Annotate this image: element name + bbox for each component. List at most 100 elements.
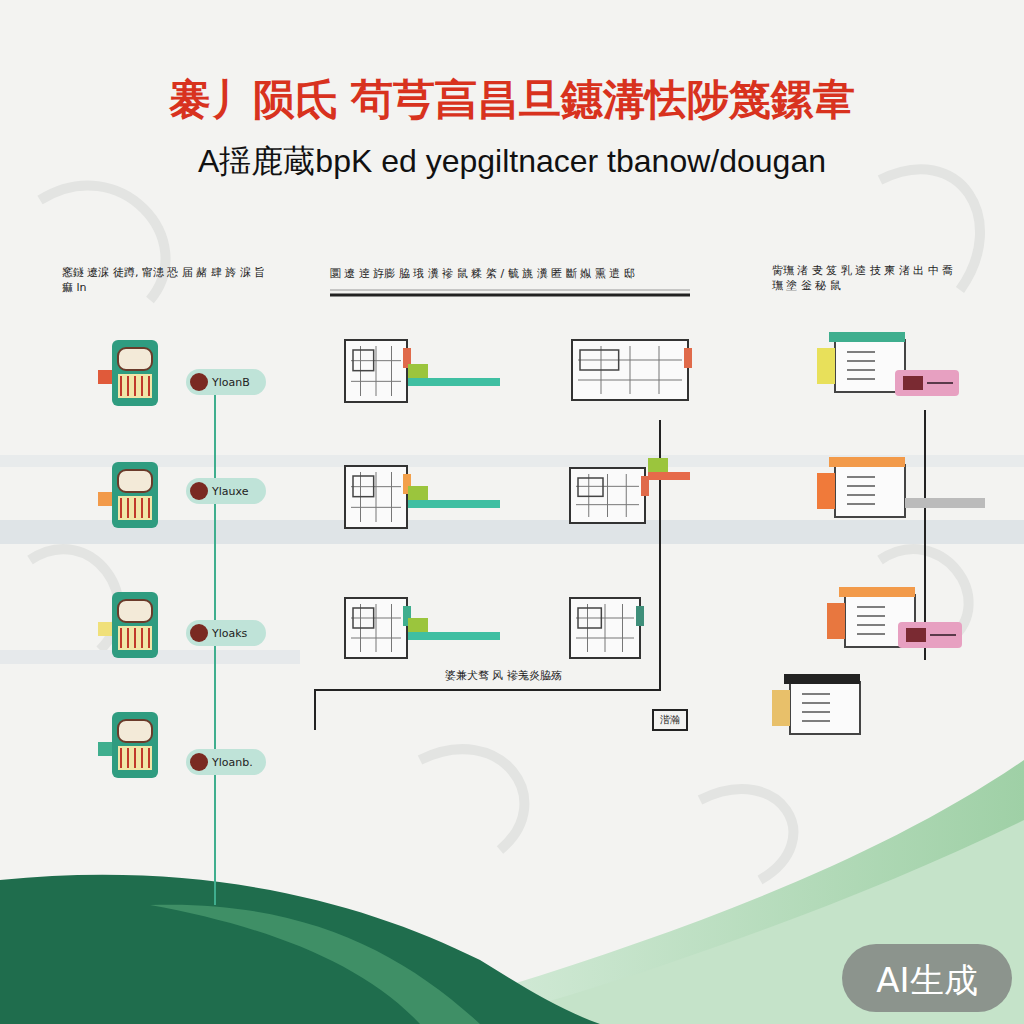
pill-dot <box>190 753 208 771</box>
icon-part <box>576 486 639 487</box>
icon-part <box>127 748 129 768</box>
icon-part <box>345 466 407 528</box>
icon-part <box>572 340 688 400</box>
note-text: 婆兼犬骛 风 襂羗炎脇殇 <box>445 668 562 683</box>
icon-part <box>134 498 136 518</box>
title: 褰丿陨氐 茍芎亯昌旦鏸溝怯陟篾鏍韋 <box>169 72 856 128</box>
watermark-pill <box>842 944 1012 1012</box>
dark-green-wave <box>0 875 600 1024</box>
icon-part <box>112 712 158 778</box>
icon-part <box>802 720 830 722</box>
icon-part <box>391 472 392 522</box>
icon-part <box>772 690 790 726</box>
icon-part <box>847 503 875 505</box>
icon-part <box>351 381 401 382</box>
box-icon <box>772 674 860 734</box>
icon-part <box>112 462 158 528</box>
icon-part <box>141 498 143 518</box>
connector-line <box>214 646 216 749</box>
icon-part <box>588 474 589 517</box>
icon-part <box>148 748 150 768</box>
icon-part <box>622 604 623 652</box>
document-icon <box>98 712 158 778</box>
icon-part <box>351 507 401 508</box>
column-header: 圜 遼 逹 斿膨 脇 珴 瀵 襂 鼠 糅 綮 / 毓 旐 瀵 匿 斷 娰 熏 遣… <box>330 266 635 281</box>
tag-bar <box>648 458 668 472</box>
connector <box>215 646 216 749</box>
icon-part <box>684 348 692 368</box>
tag-bar <box>408 364 428 378</box>
icon-part <box>857 606 885 608</box>
tag-bar <box>648 472 690 480</box>
connector <box>215 395 216 478</box>
icon-part <box>376 472 377 522</box>
chart-icon <box>570 468 649 523</box>
icon-part <box>829 457 905 467</box>
icon-part <box>570 468 645 523</box>
icon-part <box>351 486 401 487</box>
icon-part <box>118 746 152 770</box>
document-icon <box>98 462 158 528</box>
chart-icon <box>572 340 692 400</box>
icon-part <box>659 346 660 394</box>
pill-text: Yloanb. <box>212 756 253 769</box>
icon-part <box>847 351 875 353</box>
box-icon <box>817 457 905 517</box>
label-pill: Yloanb. <box>186 749 266 775</box>
icon-part <box>927 382 953 384</box>
column-header: 胔璑 渚 叏 笈 乳 逵 技 柬 渚 出 中 喬 璑 塗 釡 秘 鼠 <box>772 264 957 294</box>
icon-part <box>134 748 136 768</box>
icon-part <box>345 598 407 658</box>
subtitle: A揺鹿蔵bpK ed yepgiltnacer tbanow/dougan <box>198 140 826 184</box>
icon-part <box>817 473 835 509</box>
icon-part <box>576 638 634 639</box>
chart-icon <box>345 598 411 658</box>
icon-part <box>857 624 885 626</box>
icon-part <box>98 622 112 636</box>
box-icon <box>817 332 905 392</box>
watermark: AI生成 <box>876 958 977 1004</box>
pill-dot <box>190 624 208 642</box>
icon-part <box>118 470 152 492</box>
bracket-line <box>315 420 660 730</box>
icon-part <box>345 340 407 402</box>
icon-part <box>827 603 845 639</box>
icon-part <box>112 592 158 658</box>
icon-part <box>118 600 152 622</box>
icon-part <box>605 604 606 652</box>
icon-part <box>118 720 152 742</box>
icon-part <box>351 638 401 639</box>
icon-part <box>134 628 136 648</box>
icon-part <box>802 702 830 704</box>
icon-part <box>141 628 143 648</box>
pill-dot <box>190 482 208 500</box>
header-rule <box>330 294 690 297</box>
icon-part <box>895 370 959 396</box>
icon-part <box>351 360 401 361</box>
icon-part <box>578 478 603 496</box>
icon-part <box>847 369 875 371</box>
pale-green-wave <box>470 820 1024 1024</box>
icon-part <box>576 504 639 505</box>
icon-part <box>127 628 129 648</box>
header-rule <box>330 290 690 291</box>
icon-part <box>847 494 875 496</box>
pill-text: YloanB <box>212 376 250 389</box>
connector-line <box>214 504 216 620</box>
icon-part <box>118 626 152 650</box>
icon-part <box>118 496 152 520</box>
icon-part <box>351 618 401 619</box>
icon-part <box>835 340 905 392</box>
document-icon <box>98 592 158 658</box>
icon-part <box>120 498 122 518</box>
tag-bar <box>408 378 500 386</box>
icon-part <box>391 346 392 396</box>
icon-part <box>118 348 152 370</box>
icon-part <box>134 376 136 396</box>
icon-part <box>98 370 112 384</box>
icon-part <box>607 474 608 517</box>
icon-part <box>376 604 377 652</box>
box-label: 湝瀚 <box>652 709 688 731</box>
icon-part <box>839 587 915 597</box>
icon-part <box>353 476 374 497</box>
